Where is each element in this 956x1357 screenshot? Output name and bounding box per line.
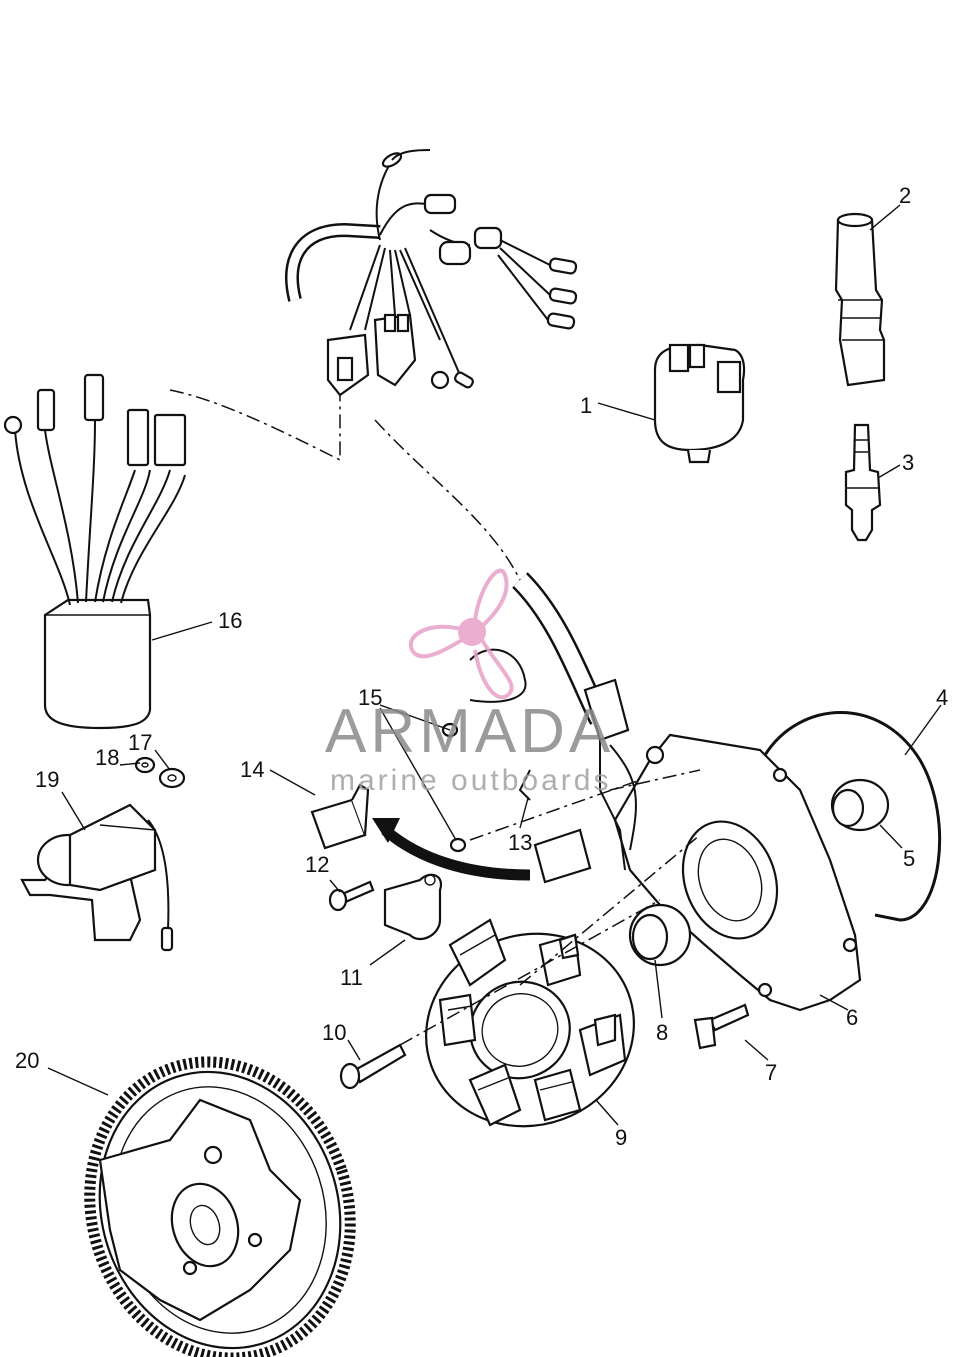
callout-14: 14 <box>240 757 264 782</box>
watermark-subtitle: marine outboards <box>330 764 611 797</box>
callout-10: 10 <box>322 1020 346 1045</box>
callout-19: 19 <box>35 767 59 792</box>
wiring-harness <box>285 149 578 397</box>
watermark-title: ARMADA <box>325 697 614 766</box>
callout-2: 2 <box>899 183 911 208</box>
screws-part-15 <box>441 722 467 853</box>
callout-3: 3 <box>902 450 914 475</box>
callout-15: 15 <box>358 685 382 710</box>
screw-part-10 <box>339 1043 407 1090</box>
callout-6: 6 <box>846 1005 858 1030</box>
callout-4: 4 <box>936 685 948 710</box>
bolt-part-7 <box>693 1003 750 1050</box>
starter-relay-part-19 <box>20 803 174 952</box>
seal-part-8 <box>628 903 692 967</box>
callout-20: 20 <box>15 1048 39 1073</box>
spark-plug-part-3 <box>844 423 882 542</box>
stator-base-part-6 <box>613 733 862 1012</box>
callout-13: 13 <box>508 830 532 855</box>
ignition-coil-part-1 <box>653 4 862 464</box>
stator-lead <box>469 572 637 871</box>
nut-washer-parts-17-18 <box>134 756 186 789</box>
clamp-part-11 <box>383 873 443 941</box>
callout-labels: 1 2 3 4 5 6 7 8 9 10 11 12 13 14 15 16 1… <box>15 183 948 1150</box>
pulser-coil-part-13 <box>518 769 592 884</box>
callout-8: 8 <box>656 1020 668 1045</box>
cdi-unit-part-16 <box>3 373 341 730</box>
callout-1: 1 <box>580 393 592 418</box>
screw-part-12 <box>328 880 375 912</box>
o-ring-part-4 <box>763 711 942 922</box>
seal-part-5 <box>830 778 890 832</box>
callout-12: 12 <box>305 852 329 877</box>
direction-arrow <box>372 818 531 881</box>
flywheel-part-20 <box>84 1056 356 1357</box>
propeller-logo <box>408 568 514 700</box>
callout-5: 5 <box>903 846 915 871</box>
armada-watermark: ARMADA marine outboards <box>325 568 614 797</box>
spark-plug-cap-part-2 <box>834 212 886 387</box>
pulser-coil-part-14 <box>310 783 370 850</box>
callout-18: 18 <box>95 745 119 770</box>
callout-16: 16 <box>218 608 242 633</box>
callout-9: 9 <box>615 1125 627 1150</box>
callout-7: 7 <box>765 1060 777 1085</box>
callout-17: 17 <box>128 730 152 755</box>
stator-part-9 <box>425 918 635 1128</box>
assembly-lines <box>374 419 701 1046</box>
leader-lines <box>47 204 942 1126</box>
callout-11: 11 <box>340 965 363 990</box>
